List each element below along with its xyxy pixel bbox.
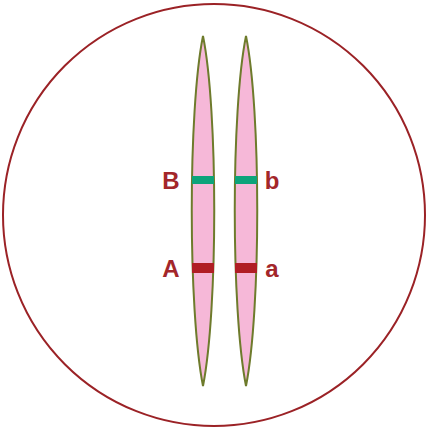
allele-label: b xyxy=(265,169,280,193)
cell-outline xyxy=(3,4,425,426)
gene-band xyxy=(192,176,214,184)
allele-label: a xyxy=(265,257,278,281)
gene-band xyxy=(192,263,214,273)
chromosome xyxy=(235,36,258,386)
allele-label: B xyxy=(162,169,179,193)
allele-label: A xyxy=(162,257,179,281)
gene-band xyxy=(235,263,257,273)
chromosome xyxy=(192,36,215,386)
gene-band xyxy=(235,176,257,184)
